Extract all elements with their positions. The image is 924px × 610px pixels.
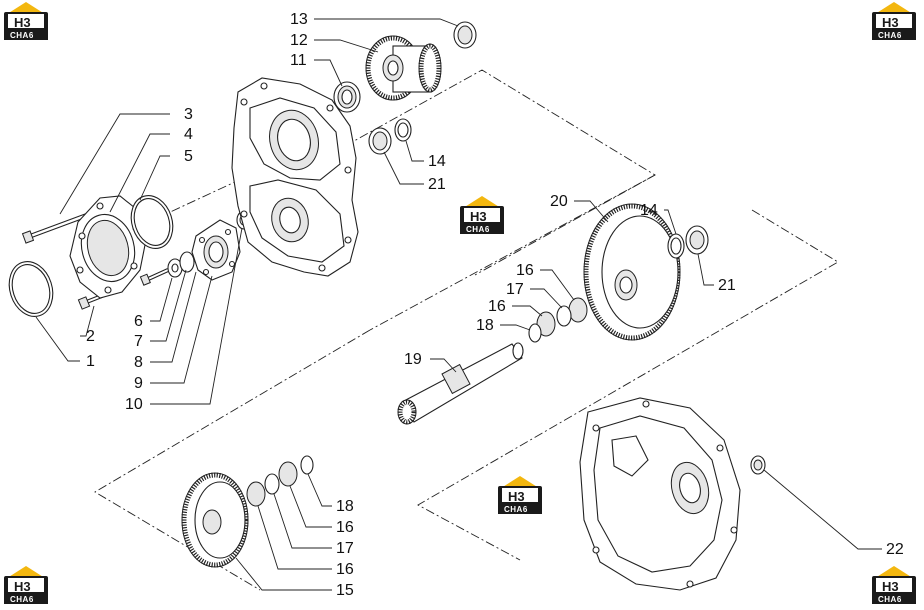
callout-17-a: 17 <box>506 281 524 298</box>
callout-3: 3 <box>184 106 193 123</box>
logo-mark: H3 <box>508 489 525 504</box>
part-14-shim-upper <box>394 118 412 142</box>
callout-8: 8 <box>134 354 143 371</box>
callout-14-right: 14 <box>640 202 658 219</box>
axis-output-shaft <box>474 174 656 276</box>
part-13-bearing <box>453 21 477 49</box>
callout-15: 15 <box>336 582 354 599</box>
part-9-flange <box>191 219 241 281</box>
part-16-needle-bearing-lower <box>246 481 266 507</box>
callout-1: 1 <box>86 353 95 370</box>
part-17-spacer <box>556 305 572 327</box>
callout-21-upper: 21 <box>428 176 446 193</box>
callout-6: 6 <box>134 313 143 330</box>
logo-mark: H3 <box>14 579 31 594</box>
callout-14-upper: 14 <box>428 153 446 170</box>
part-11-bearing <box>333 81 361 113</box>
axis-upper-gear <box>344 69 656 331</box>
brand-logo-bottom-left: H3 CHA6 <box>4 566 48 604</box>
bearing-stack-upper <box>528 297 588 343</box>
callout-18-b: 18 <box>336 498 354 515</box>
part-16-needle-bearing-lower-b <box>278 461 298 487</box>
leader-lines <box>35 18 882 591</box>
part-6-bolt <box>139 268 169 286</box>
brand-logo-center-lower: H3 CHA6 <box>498 476 542 514</box>
callout-17-b: 17 <box>336 540 354 557</box>
part-17-spacer-lower <box>264 473 280 495</box>
part-19-splined-shaft <box>397 342 524 425</box>
callout-16-b: 16 <box>488 298 506 315</box>
logo-sub: CHA6 <box>878 31 902 40</box>
part-16-needle-bearing <box>568 297 588 323</box>
callout-10: 10 <box>125 396 143 413</box>
logo-sub: CHA6 <box>466 225 490 234</box>
callout-9: 9 <box>134 375 143 392</box>
part-8-o-ring <box>179 251 195 273</box>
upper-gearbox-housing <box>231 77 359 277</box>
brand-logo-center-upper: H3 CHA6 <box>460 196 504 234</box>
callout-2: 2 <box>86 328 95 345</box>
logo-mark: H3 <box>882 15 899 30</box>
callout-7: 7 <box>134 333 143 350</box>
callout-11: 11 <box>290 52 307 69</box>
part-18-snap-ring <box>528 323 542 343</box>
callout-4: 4 <box>184 126 193 143</box>
callout-5: 5 <box>184 148 193 165</box>
part-4-cover-plate <box>69 195 147 299</box>
brand-logo-top-right: H3 CHA6 <box>872 2 916 40</box>
axis-right-housing <box>417 209 839 561</box>
callout-20: 20 <box>550 193 568 210</box>
part-21-bearing-right <box>685 225 709 255</box>
callout-21-right: 21 <box>718 277 736 294</box>
part-14-shim-right <box>667 233 685 259</box>
callout-12: 12 <box>290 32 308 49</box>
logo-mark: H3 <box>882 579 899 594</box>
part-18-snap-ring-lower <box>300 455 314 475</box>
brand-logo-bottom-right: H3 CHA6 <box>872 566 916 604</box>
callout-22: 22 <box>886 541 904 558</box>
part-15-gear <box>181 472 249 568</box>
part-22-seal <box>750 455 766 475</box>
bearing-stack-lower <box>246 455 314 507</box>
part-21-bearing-upper <box>368 127 392 155</box>
brand-logo-top-left: H3 CHA6 <box>4 2 48 40</box>
callout-labels: 1 2 3 4 5 6 7 8 9 10 11 12 13 14 21 20 1… <box>86 11 904 599</box>
logo-sub: CHA6 <box>504 505 528 514</box>
callout-16-c: 16 <box>336 519 354 536</box>
logo-sub: CHA6 <box>10 31 34 40</box>
logo-sub: CHA6 <box>878 595 902 604</box>
logo-mark: H3 <box>470 209 487 224</box>
callout-16-a: 16 <box>516 262 534 279</box>
logo-sub: CHA6 <box>10 595 34 604</box>
callout-19: 19 <box>404 351 422 368</box>
callout-13: 13 <box>290 11 308 28</box>
part-20-large-gear <box>583 203 681 341</box>
callout-16-d: 16 <box>336 561 354 578</box>
callout-18-a: 18 <box>476 317 494 334</box>
left-parts-group <box>8 195 252 317</box>
lower-gearbox-housing <box>579 397 741 591</box>
logo-mark: H3 <box>14 15 31 30</box>
part-12-gear-cluster <box>365 35 442 101</box>
part-3-long-bolt <box>21 211 91 244</box>
